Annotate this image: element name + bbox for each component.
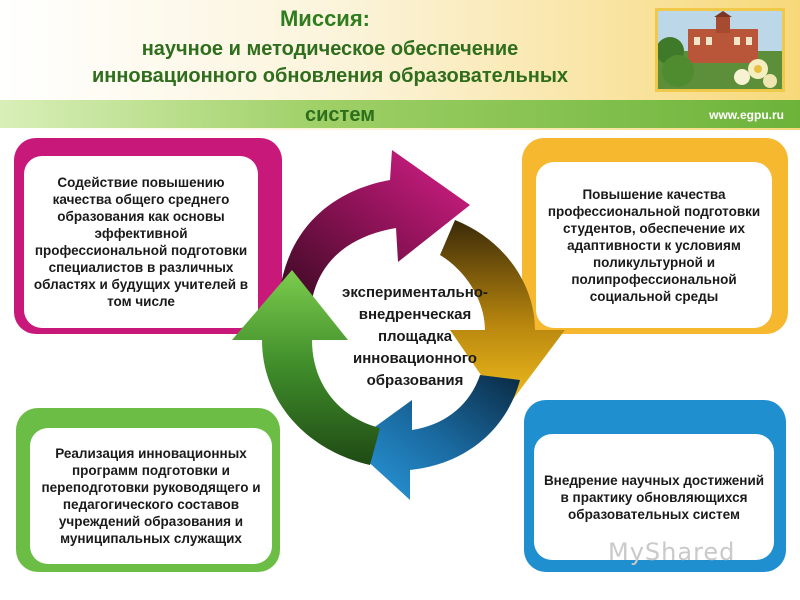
box-top-left: Содействие повышению качества общего сре… xyxy=(24,156,258,328)
site-url: www.egpu.ru xyxy=(709,108,784,122)
slide-title: Миссия: xyxy=(279,6,370,31)
center-line-5: образования xyxy=(366,372,464,389)
header-green-band xyxy=(0,100,800,128)
box-top-right: Повышение качества профессиональной подг… xyxy=(536,162,772,328)
green-arrow xyxy=(232,270,380,465)
subtitle-line-3: систем xyxy=(305,104,375,126)
center-line-2: внедренческая xyxy=(358,306,472,323)
center-label: экспериментально- внедренческая площадка… xyxy=(325,282,505,392)
subtitle-line-2: инновационного обновления образовательны… xyxy=(91,65,569,87)
watermark: MyShared xyxy=(608,538,736,566)
subtitle-line-1: научное и методическое обеспечение xyxy=(141,38,519,60)
building-image-icon xyxy=(658,11,782,89)
box-bottom-left: Реализация инновационных программ подгот… xyxy=(30,428,272,564)
center-line-1: экспериментально- xyxy=(342,284,488,301)
university-photo xyxy=(655,8,785,92)
box-bottom-right: Внедрение научных достижений в практику … xyxy=(534,434,774,560)
orange-arrow xyxy=(440,220,565,410)
blue-arrow xyxy=(350,375,520,500)
slide-subtitle: научное и методическое обеспечение иннов… xyxy=(20,36,640,90)
center-line-4: инновационного xyxy=(353,350,477,367)
center-line-3: площадка xyxy=(377,328,453,345)
magenta-arrow xyxy=(280,150,470,300)
